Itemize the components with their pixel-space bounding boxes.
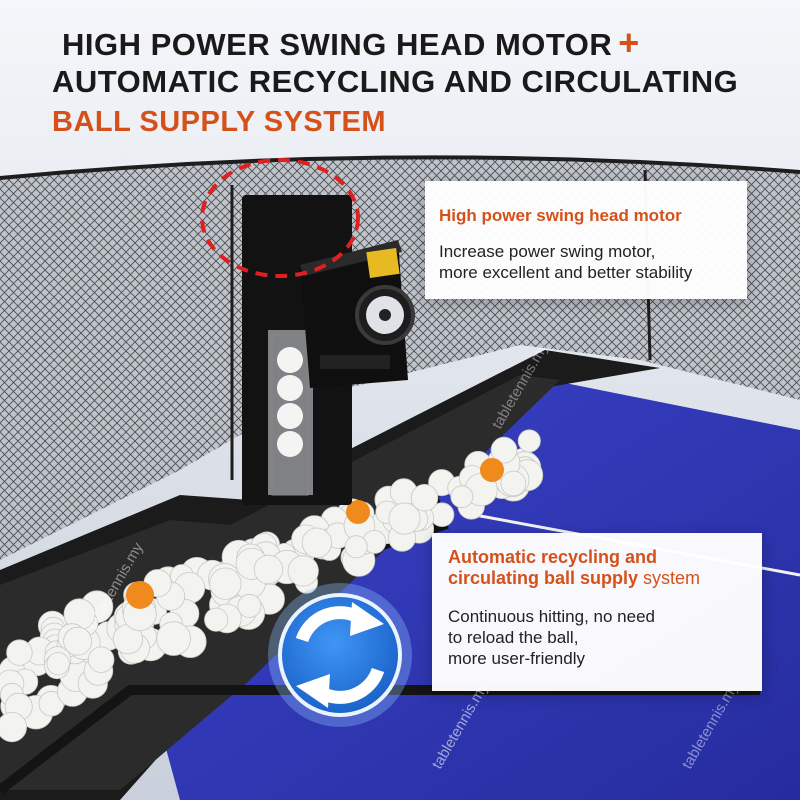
ping-pong-ball (87, 646, 115, 673)
headline-line-2: AUTOMATIC RECYCLING AND CIRCULATING (52, 64, 739, 99)
plus-symbol: + (618, 22, 640, 63)
ping-pong-ball (450, 485, 474, 509)
recycle-feature-body-line: to reload the ball, (448, 628, 579, 647)
ping-pong-ball (500, 470, 527, 497)
ping-pong-ball (0, 712, 27, 743)
ping-pong-ball (410, 484, 439, 512)
recycle-feature-body-line: Continuous hitting, no need (448, 607, 655, 626)
motor-feature-title: High power swing head motor (439, 206, 682, 225)
recycle-feature-body-line: more user-friendly (448, 649, 585, 668)
ping-pong-ball (63, 626, 92, 656)
dashed-circle-icon (200, 158, 360, 278)
ping-pong-ball (517, 429, 541, 453)
recycle-feature-title-line-1: Automatic recycling and (448, 547, 658, 567)
ping-pong-ball (209, 567, 242, 600)
circular-arrows-icon (268, 583, 412, 727)
orange-ping-pong-ball (126, 581, 154, 609)
motor-feature-body: Increase power swing motor, more excelle… (439, 241, 692, 283)
ping-pong-ball (237, 593, 262, 618)
recycle-feature-body: Continuous hitting, no need to reload th… (448, 606, 655, 669)
ping-pong-ball (253, 554, 284, 585)
orange-ping-pong-ball (480, 458, 504, 482)
ping-pong-ball (301, 527, 333, 559)
ping-pong-ball (287, 555, 319, 587)
ping-pong-ball (204, 607, 229, 632)
headline-line-1: HIGH POWER SWING HEAD MOTOR+ (62, 22, 640, 64)
ping-pong-ball (6, 639, 33, 666)
headline: HIGH POWER SWING HEAD MOTOR+ AUTOMATIC R… (0, 0, 800, 150)
recycle-feature-title-line-2: circulating ball supply system (448, 568, 700, 589)
recycle-feature-title-rest: system (638, 568, 701, 588)
ping-pong-ball (388, 502, 421, 535)
motor-feature-body-line: more excellent and better stability (439, 263, 693, 282)
headline-line-3: BALL SUPPLY SYSTEM (52, 106, 386, 138)
motor-feature-card: High power swing head motor Increase pow… (425, 181, 747, 299)
motor-feature-body-line: Increase power swing motor, (439, 242, 656, 261)
ping-pong-balls (0, 429, 544, 743)
ping-pong-ball (156, 621, 191, 656)
recycle-feature-title-bold: circulating ball supply (448, 568, 639, 588)
headline-line-1-text: HIGH POWER SWING HEAD MOTOR (62, 27, 613, 62)
recycle-feature-card: Automatic recycling and circulating ball… (432, 533, 762, 691)
ping-pong-ball (46, 652, 70, 676)
ping-pong-ball (490, 436, 518, 464)
ping-pong-ball (344, 535, 368, 559)
orange-ping-pong-ball (346, 500, 370, 524)
